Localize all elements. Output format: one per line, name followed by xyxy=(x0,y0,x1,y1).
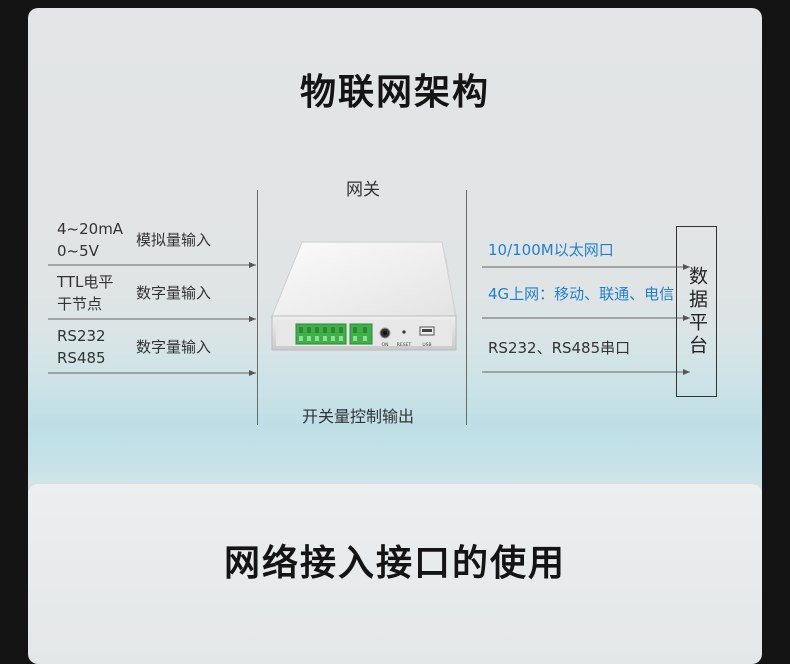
output-serial-label: RS232、RS485串口 xyxy=(488,339,631,357)
data-platform-label: 数据平台 xyxy=(686,265,708,358)
data-platform-box: 数据平台 xyxy=(676,226,717,397)
input-serial-line1: RS232 xyxy=(57,327,106,345)
terminal-block-icon xyxy=(295,323,347,345)
input-serial-desc: 数字量输入 xyxy=(136,338,212,356)
gateway-device-image: ON RESET USB xyxy=(271,241,457,351)
output-ethernet-label: 10/100M以太网口 xyxy=(488,241,614,259)
arrows-layer xyxy=(48,262,690,376)
input-digital-desc: 数字量输入 xyxy=(136,284,212,302)
input-analog-line1: 4~20mA xyxy=(57,220,124,238)
port-label-on: ON xyxy=(382,342,389,348)
input-analog-desc: 模拟量输入 xyxy=(136,231,212,249)
switch-output-label: 开关量控制输出 xyxy=(302,407,415,426)
section-title: 网络接入接口的使用 xyxy=(223,543,566,584)
page-title: 物联网架构 xyxy=(299,72,490,113)
input-digital-line1: TTL电平 xyxy=(57,273,114,291)
gateway-label: 网关 xyxy=(346,180,380,200)
gateway-right-divider xyxy=(466,190,467,425)
input-digital-line2: 干节点 xyxy=(57,295,103,313)
port-label-usb: USB xyxy=(422,342,431,348)
port-label-reset: RESET xyxy=(397,342,412,348)
terminal-block-icon xyxy=(349,323,373,345)
gateway-left-divider xyxy=(257,190,258,425)
reset-button-icon xyxy=(402,330,406,334)
input-analog-line2: 0~5V xyxy=(57,242,99,260)
section-card: 网络接入接口的使用 xyxy=(28,484,762,664)
input-serial-line2: RS485 xyxy=(57,349,106,367)
output-4g-label: 4G上网：移动、联通、电信 xyxy=(488,285,675,303)
